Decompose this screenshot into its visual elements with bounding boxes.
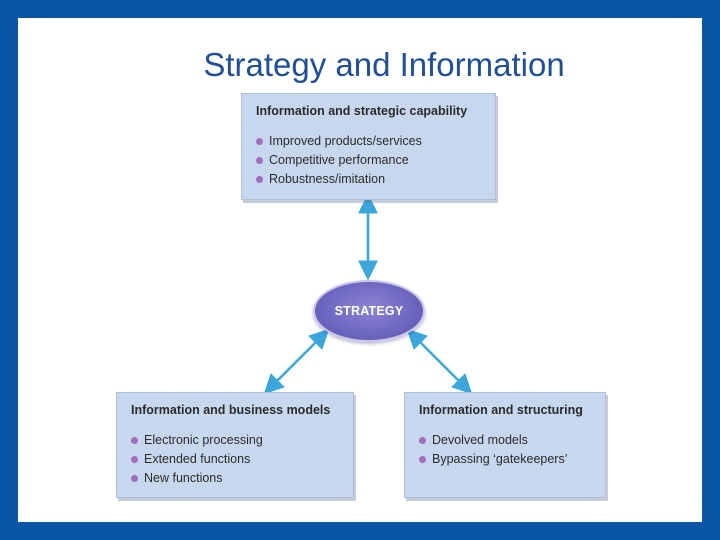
list-item: Robustness/imitation [256, 170, 495, 189]
list-item: Electronic processing [131, 431, 353, 450]
slide-title: Strategy and Information [203, 46, 565, 83]
arrow-left [263, 328, 330, 395]
list-item-label: Electronic processing [144, 433, 263, 447]
box-structuring: Information and structuring Devolved mod… [404, 392, 606, 498]
list-item-label: Extended functions [144, 452, 251, 466]
bullet-list: Devolved models Bypassing ‘gatekeepers’ [419, 431, 605, 469]
slide: Strategy and Information Information and… [18, 18, 702, 522]
strategy-label: STRATEGY [334, 304, 404, 318]
arrow-right [406, 328, 473, 395]
bullet-icon [419, 456, 426, 463]
list-item: Bypassing ‘gatekeepers’ [419, 450, 605, 469]
list-item-label: Robustness/imitation [269, 172, 386, 186]
list-item: Improved products/services [256, 132, 495, 151]
box-title: Information and strategic capability [256, 104, 468, 118]
bullet-icon [131, 456, 138, 463]
bullet-icon [131, 475, 138, 482]
bullet-icon [419, 437, 426, 444]
box-strategic-capability: Information and strategic capability Imp… [241, 93, 496, 200]
list-item: Competitive performance [256, 151, 495, 170]
box-title: Information and business models [131, 403, 331, 417]
list-item-label: Competitive performance [269, 153, 409, 167]
connector-arrows [263, 193, 473, 395]
bullet-icon [131, 437, 138, 444]
list-item: Extended functions [131, 450, 353, 469]
bullet-icon [256, 157, 263, 164]
bullet-list: Improved products/services Competitive p… [256, 132, 495, 189]
list-item-label: Improved products/services [269, 134, 422, 148]
box-business-models: Information and business models Electron… [116, 392, 354, 498]
list-item: New functions [131, 469, 353, 488]
bullet-icon [256, 176, 263, 183]
list-item-label: Bypassing ‘gatekeepers’ [432, 452, 568, 466]
strategy-ellipse: STRATEGY [313, 280, 425, 342]
bullet-icon [256, 138, 263, 145]
box-title: Information and structuring [419, 403, 583, 417]
list-item-label: New functions [144, 471, 223, 485]
bullet-list: Electronic processing Extended functions… [131, 431, 353, 488]
list-item: Devolved models [419, 431, 605, 450]
list-item-label: Devolved models [432, 433, 528, 447]
